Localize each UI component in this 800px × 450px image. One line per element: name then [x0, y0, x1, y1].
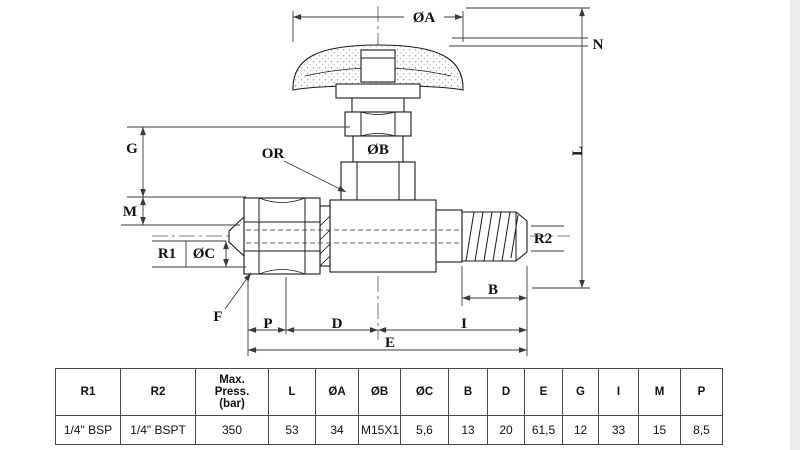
header-b: B [448, 368, 488, 416]
header-oa: ØA [315, 368, 359, 416]
dim-label-g: G [126, 141, 138, 157]
value-r1: 1/4" BSP [55, 415, 121, 445]
scrollbar[interactable] [790, 0, 800, 450]
dim-label-r2: R2 [534, 231, 552, 247]
valve-body [329, 199, 437, 273]
dim-label-oa: ØA [413, 10, 436, 26]
header-i: I [598, 368, 639, 416]
header-max-press: Max. Press. (bar) [195, 368, 269, 416]
dim-n: N [449, 37, 604, 53]
hidden-bore [246, 229, 460, 244]
value-oa: 34 [315, 415, 359, 445]
dim-g: G [126, 126, 350, 198]
dim-label-oc: ØC [193, 246, 216, 262]
value-oc: 5,6 [400, 415, 449, 445]
header-ob: ØB [358, 368, 401, 416]
dim-label-r1: R1 [158, 246, 176, 262]
dim-label-m: M [123, 204, 137, 220]
dim-label-n: N [593, 37, 604, 53]
header-r2: R2 [120, 368, 196, 416]
dim-label-p: P [263, 316, 272, 332]
flare-cone [228, 215, 245, 258]
value-m: 15 [638, 415, 681, 445]
header-g: G [562, 368, 599, 416]
dim-label-d: D [332, 316, 343, 332]
value-r2: 1/4" BSPT [120, 415, 196, 445]
table-header-row: R1 R2 Max. Press. (bar) L ØA ØB ØC B D E… [55, 368, 723, 416]
dim-e: E [248, 335, 527, 353]
swivel-nut [243, 197, 321, 275]
bonnet [340, 161, 416, 201]
dim-b: B [461, 266, 528, 356]
dim-ob: ØB [357, 139, 399, 158]
value-p: 8,5 [680, 415, 723, 445]
dimensions-table: R1 R2 Max. Press. (bar) L ØA ØB ØC B D E… [55, 368, 723, 445]
dim-m: M [121, 197, 240, 226]
dim-label-i: I [461, 316, 467, 332]
dim-r1-oc: R1 ØC [152, 240, 246, 268]
value-l: 53 [268, 415, 316, 445]
packing-nut [344, 111, 412, 137]
header-r1: R1 [55, 368, 121, 416]
value-d: 20 [487, 415, 525, 445]
dim-label-e: E [385, 335, 395, 351]
value-g: 12 [562, 415, 599, 445]
dim-label-ob: ØB [367, 142, 389, 158]
label-or: OR [262, 146, 347, 193]
valve-outline [228, 44, 528, 275]
value-i: 33 [598, 415, 639, 445]
male-thread [461, 211, 528, 262]
dim-oa: ØA [292, 9, 464, 42]
dim-l: L [466, 7, 590, 289]
valve-technical-drawing: ØA N L G M [121, 6, 604, 356]
header-oc: ØC [400, 368, 449, 416]
header-l: L [268, 368, 316, 416]
value-max-press: 350 [195, 415, 269, 445]
dim-label-l: L [570, 146, 586, 156]
dim-r2: R2 [531, 225, 564, 252]
table-data-row: 1/4" BSP 1/4" BSPT 350 53 34 M15X1 5,6 1… [55, 415, 723, 445]
header-d: D [487, 368, 525, 416]
handwheel-nut [360, 49, 396, 83]
dim-label-f: F [213, 309, 222, 325]
label-f: F [213, 272, 252, 325]
dim-p-d-i: P D I [247, 277, 527, 356]
dim-label-or: OR [262, 146, 285, 162]
value-ob: M15X1 [358, 415, 401, 445]
value-b: 13 [448, 415, 488, 445]
header-p: P [680, 368, 723, 416]
dim-label-b: B [488, 282, 498, 298]
value-e: 61,5 [524, 415, 563, 445]
header-m: M [638, 368, 681, 416]
dimensions: ØA N L G M [121, 7, 604, 356]
header-e: E [524, 368, 563, 416]
